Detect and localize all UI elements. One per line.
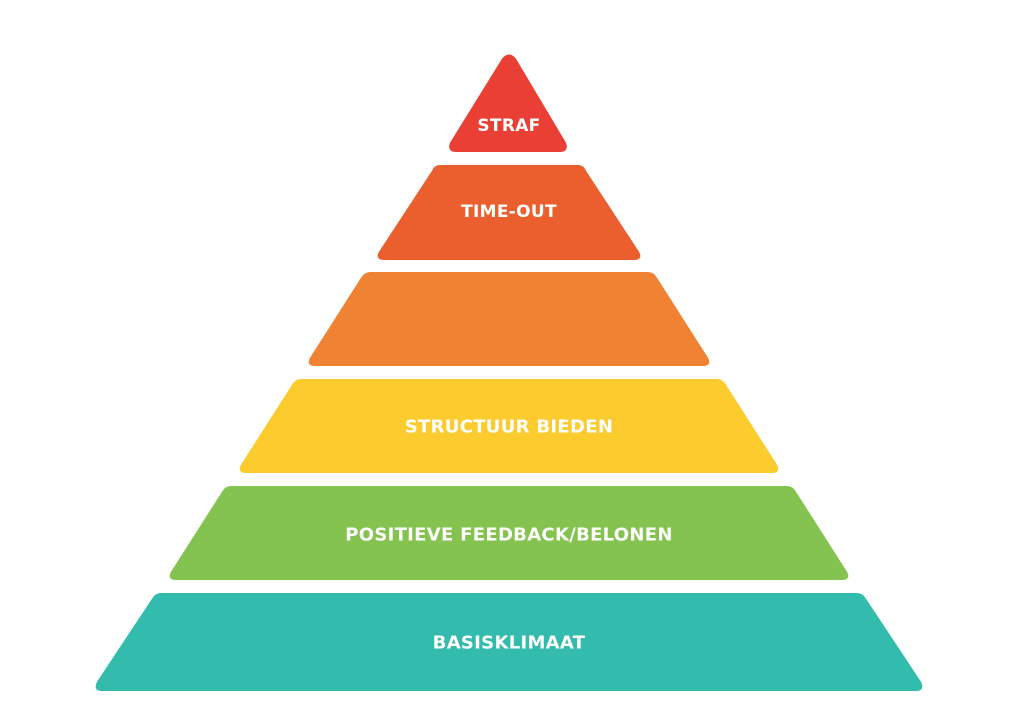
pyramid-tier-shape — [308, 272, 710, 366]
pyramid-tier-structuur-bieden: STRUCTUUR BIEDEN — [239, 379, 779, 473]
pyramid-tier-label: BASISKLIMAAT — [433, 633, 586, 654]
pyramid-tier-time-out: TIME-OUT — [377, 165, 641, 260]
pyramid-tier-shape — [377, 165, 641, 260]
pyramid-tier-label: STRAF — [477, 116, 540, 136]
pyramid-tier-shape — [449, 54, 567, 152]
pyramid-tier-label: STRUCTUUR BIEDEN — [405, 417, 613, 438]
pyramid-tier-label: POSITIEVE FEEDBACK/BELONEN — [345, 525, 673, 546]
pyramid-tier-positieve-feedback: POSITIEVE FEEDBACK/BELONEN — [169, 486, 849, 580]
pyramid-tier-shape — [169, 486, 849, 580]
pyramid-tier-straf: STRAF — [449, 54, 567, 152]
pyramid-tier-shape — [95, 593, 923, 691]
pyramid-tier-label: TIME-OUT — [461, 202, 557, 222]
pyramid-tier-basisklimaat: BASISKLIMAAT — [95, 593, 923, 691]
pyramid-tier-blank — [308, 272, 710, 366]
pyramid-tier-shape — [239, 379, 779, 473]
